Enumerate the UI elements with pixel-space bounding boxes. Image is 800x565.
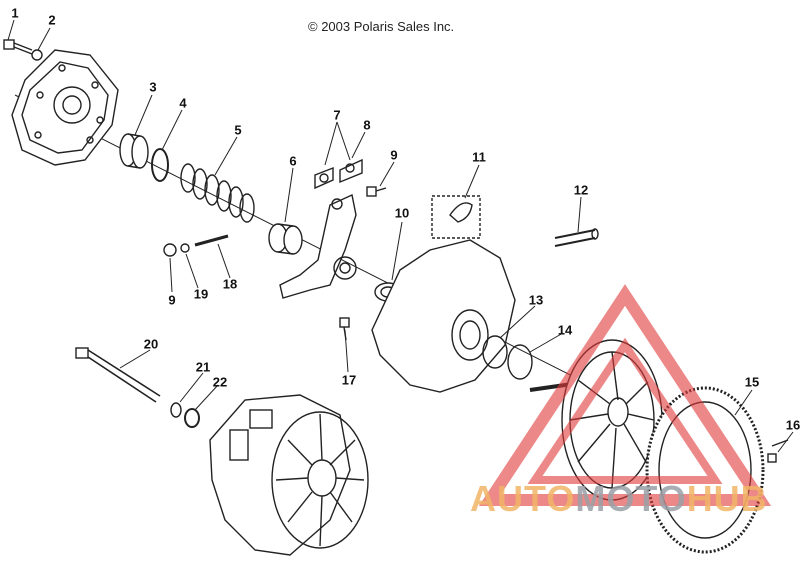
callout-5: 5	[234, 122, 242, 138]
callout-17: 17	[341, 372, 357, 388]
part-16-bolt	[767, 439, 789, 463]
part-11-clip	[431, 195, 481, 239]
callout-11: 11	[472, 149, 486, 165]
callout-9: 9	[390, 147, 398, 163]
part-21-washer	[170, 402, 182, 418]
callout-14: 14	[557, 322, 573, 338]
part-2-washer	[31, 49, 43, 61]
callout-2: 2	[48, 12, 56, 28]
watermark-logo	[478, 284, 772, 506]
part-5-spring	[180, 163, 255, 223]
part-14-ring	[507, 344, 533, 380]
callout-22: 22	[212, 374, 228, 390]
callout-12: 12	[573, 182, 589, 198]
callout-21: 21	[195, 359, 211, 375]
assembly-axis	[14, 94, 611, 396]
part-6-roller	[268, 223, 303, 255]
part-20-long-bolt	[75, 347, 161, 403]
cover-housing	[11, 49, 119, 166]
callout-7: 7	[333, 107, 341, 123]
parts-9-19-18-pin	[163, 234, 229, 257]
callout-10: 10	[394, 205, 410, 221]
part-17-bolt	[339, 317, 350, 341]
spider-arm	[279, 193, 357, 299]
part-9-bolt-upper	[366, 186, 387, 197]
moveable-sheave	[371, 239, 516, 393]
callout-18: 18	[222, 276, 238, 292]
callout-1: 1	[11, 5, 19, 21]
part-12-pin	[554, 228, 599, 247]
callout-8: 8	[363, 117, 371, 133]
callout-9: 9	[168, 292, 176, 308]
callout-4: 4	[179, 95, 187, 111]
part-3-bushing	[119, 133, 149, 169]
part-1-bolt	[3, 39, 33, 55]
parts-7-8-nuts	[314, 158, 363, 190]
callout-15: 15	[744, 374, 760, 390]
callout-3: 3	[149, 79, 157, 95]
callout-16: 16	[785, 417, 800, 433]
assembled-clutch	[209, 394, 369, 556]
callout-20: 20	[143, 336, 159, 352]
leader-lines	[7, 19, 794, 453]
watermark-text: AUTOMOTOHUB	[470, 478, 768, 519]
copyright-notice: © 2003 Polaris Sales Inc.	[308, 19, 455, 34]
part-13-ring	[482, 335, 508, 369]
callout-6: 6	[289, 153, 297, 169]
part-22-nut	[184, 408, 200, 428]
callout-19: 19	[193, 286, 209, 302]
part-4-snap-ring	[151, 148, 169, 182]
callout-13: 13	[528, 292, 544, 308]
